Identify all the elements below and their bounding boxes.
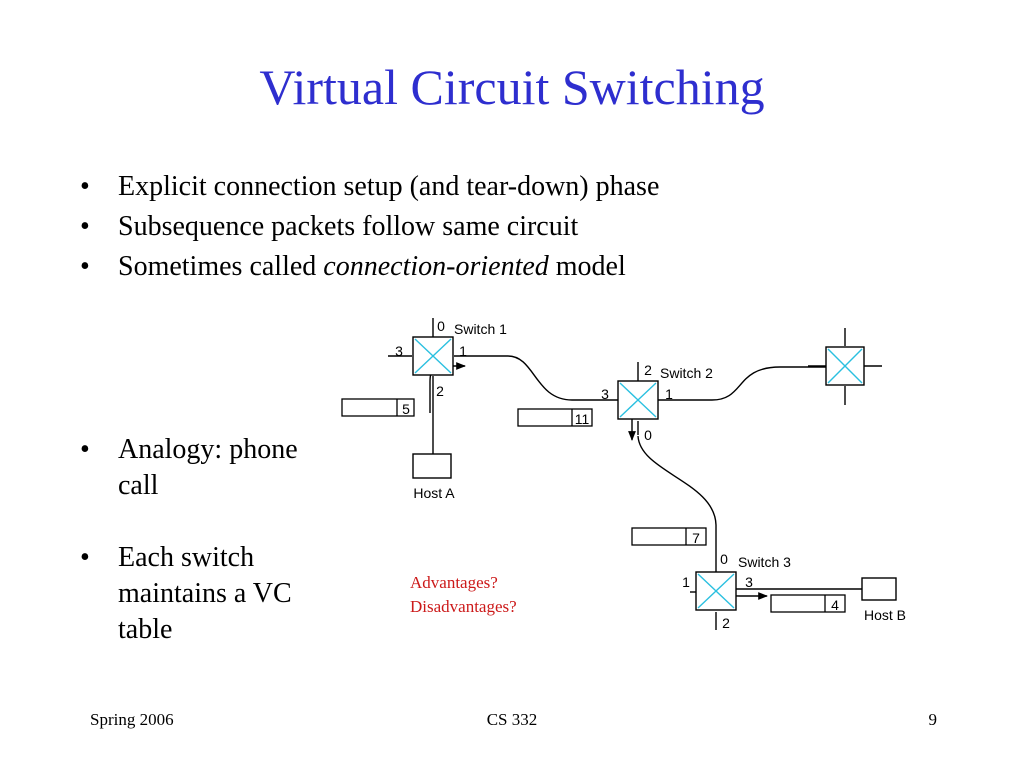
switch-2-port-0: 0 (644, 427, 652, 443)
host-b-box (861, 577, 897, 601)
footer-course: CS 332 (486, 710, 538, 729)
switch-2 (617, 380, 659, 420)
packet-3 (631, 527, 707, 546)
bullet-list: Explicit connection setup (and tear-down… (80, 167, 659, 287)
packet-1-label: 5 (402, 401, 410, 417)
disadvantages-text: Disadvantages? (410, 597, 517, 616)
switch-1-port-3: 3 (395, 343, 403, 359)
switch-3-port-3: 3 (745, 574, 753, 590)
bullet-text-emphasis: connection-oriented (323, 251, 549, 282)
switch-2-label: Switch 2 (660, 365, 713, 381)
host-b-label: Host B (864, 607, 906, 623)
bullet-item: Subsequence packets follow same circuit (80, 207, 659, 247)
bullet-item-vc-table: Each switch maintains a VC table (80, 540, 348, 648)
switch-3 (695, 571, 737, 611)
switch-1-port-2: 2 (436, 383, 444, 399)
bullet-text-pre: Sometimes called (118, 251, 324, 282)
network-links (388, 318, 882, 630)
advantages-note: Advantages? Disadvantages? (410, 571, 517, 619)
packet-2 (517, 408, 593, 427)
switch-1-label: Switch 1 (454, 321, 507, 337)
switch-2-port-2: 2 (644, 362, 652, 378)
packet-2-label: 11 (575, 411, 590, 427)
switch-2-port-3: 3 (601, 386, 609, 402)
bullet-item: Sometimes called connection-oriented mod… (80, 247, 659, 287)
switch-3-label: Switch 3 (738, 554, 791, 570)
switch-2-port-1: 1 (665, 386, 673, 402)
packet-4 (770, 594, 846, 613)
footer-page-number: 9 (928, 710, 938, 729)
switch-unlabeled (825, 346, 865, 386)
slide-title: Virtual Circuit Switching (259, 59, 765, 115)
bullet-list-secondary: Analogy: phone call Each switch maintain… (80, 432, 348, 648)
switch-3-port-1: 1 (682, 574, 690, 590)
packet-3-label: 7 (692, 530, 700, 546)
bullet-text-post: model (548, 251, 626, 282)
switch-1 (412, 336, 454, 376)
switch-1-port-0: 0 (437, 318, 445, 334)
packet-1 (341, 398, 415, 417)
host-a-box (412, 453, 452, 479)
footer-date: Spring 2006 (90, 710, 174, 729)
advantages-text: Advantages? (410, 573, 498, 592)
switch-3-port-2: 2 (722, 615, 730, 631)
packet-4-label: 4 (831, 597, 839, 613)
host-a-label: Host A (413, 485, 455, 501)
bullet-item: Explicit connection setup (and tear-down… (80, 167, 659, 207)
switch-1-port-1: 1 (459, 343, 467, 359)
switch-3-port-0: 0 (720, 551, 728, 567)
bullet-item-analogy: Analogy: phone call (80, 432, 298, 504)
